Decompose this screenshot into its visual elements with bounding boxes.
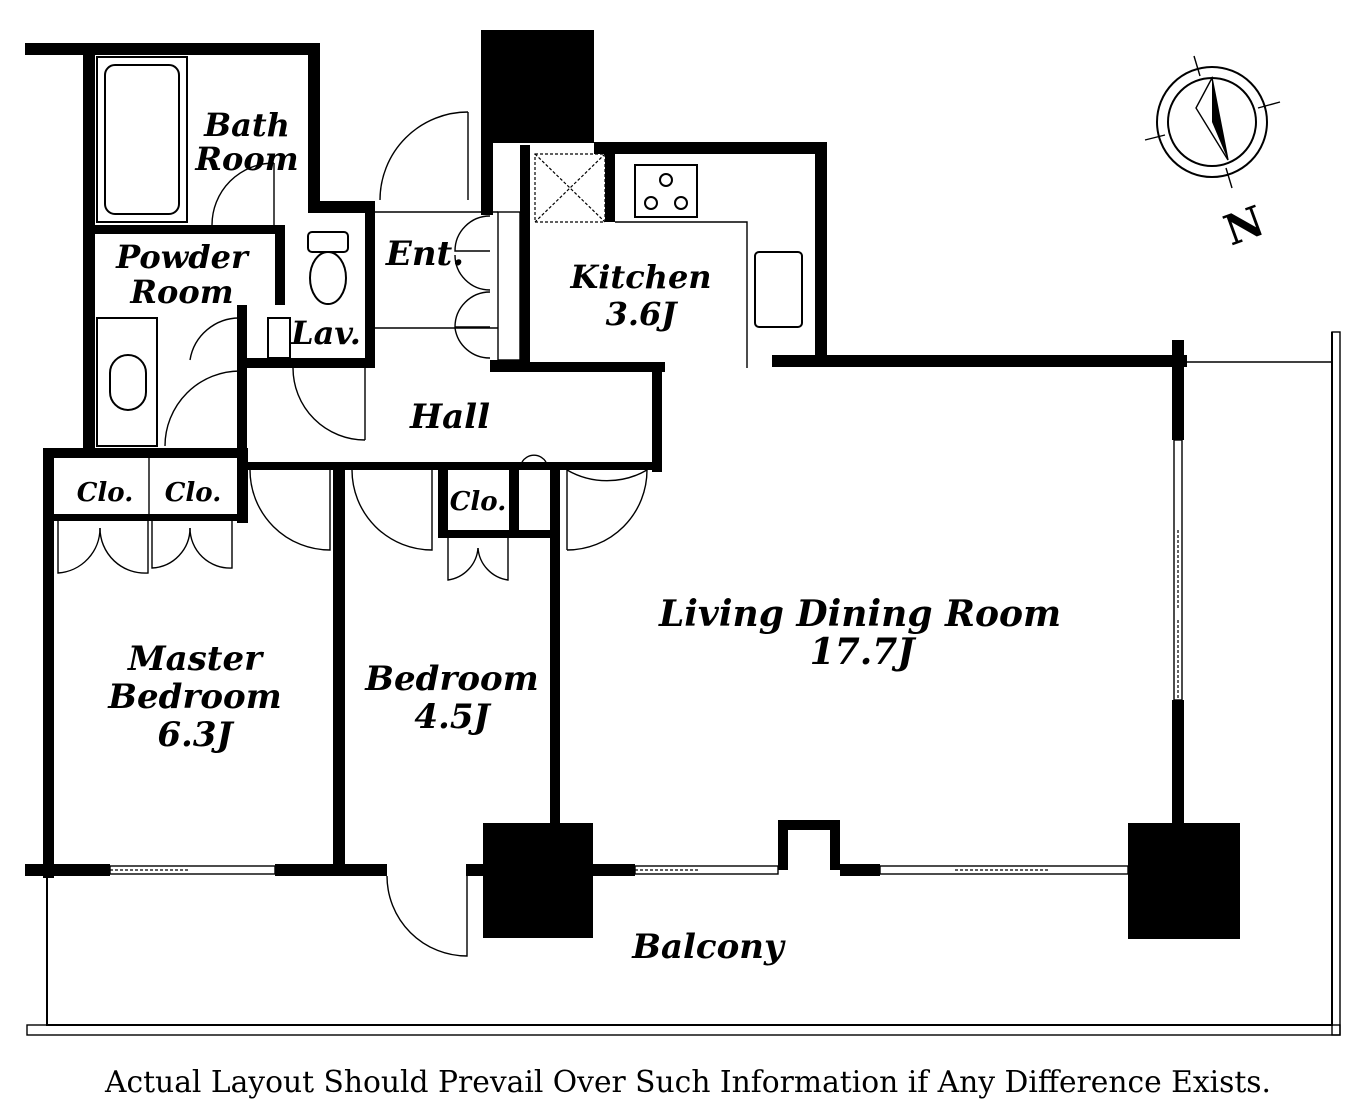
entrance-label: Ent.: [385, 234, 464, 274]
powder-room-label-2: Room: [129, 273, 233, 311]
compass-label: N: [1218, 196, 1271, 255]
bath-room-label-1: Bath: [203, 106, 290, 144]
disclaimer-text: Actual Layout Should Prevail Over Such I…: [104, 1065, 1271, 1100]
master-bedroom-label-1: Master: [127, 639, 264, 679]
bath-room-label-2: Room: [194, 140, 298, 178]
closet-label-2: Clo.: [165, 478, 222, 508]
fixtures: [96, 56, 803, 447]
doors: [57, 111, 648, 957]
master-bedroom-size: 6.3J: [157, 715, 234, 755]
walls: [25, 30, 1240, 939]
living-dining-size: 17.7J: [810, 631, 917, 673]
windows: [109, 439, 1183, 875]
closet-label-1: Clo.: [77, 478, 134, 508]
bedroom-size: 4.5J: [414, 697, 491, 737]
kitchen-label: Kitchen: [569, 258, 711, 296]
kitchen-size: 3.6J: [606, 295, 679, 333]
master-bedroom-label-2: Bedroom: [107, 677, 281, 717]
balcony-railing: [26, 331, 1341, 1036]
room-labels: Bath Room Powder Room Lav. Ent. Kitchen …: [77, 106, 1061, 967]
living-dining-label: Living Dining Room: [658, 593, 1061, 635]
closet-label-3: Clo.: [450, 487, 507, 517]
hall-label: Hall: [409, 397, 490, 437]
balcony-label: Balcony: [631, 927, 786, 967]
lav-label: Lav.: [290, 314, 361, 352]
compass-icon: N: [1144, 55, 1281, 255]
bedroom-label: Bedroom: [364, 659, 538, 699]
powder-room-label-1: Powder: [115, 238, 250, 276]
